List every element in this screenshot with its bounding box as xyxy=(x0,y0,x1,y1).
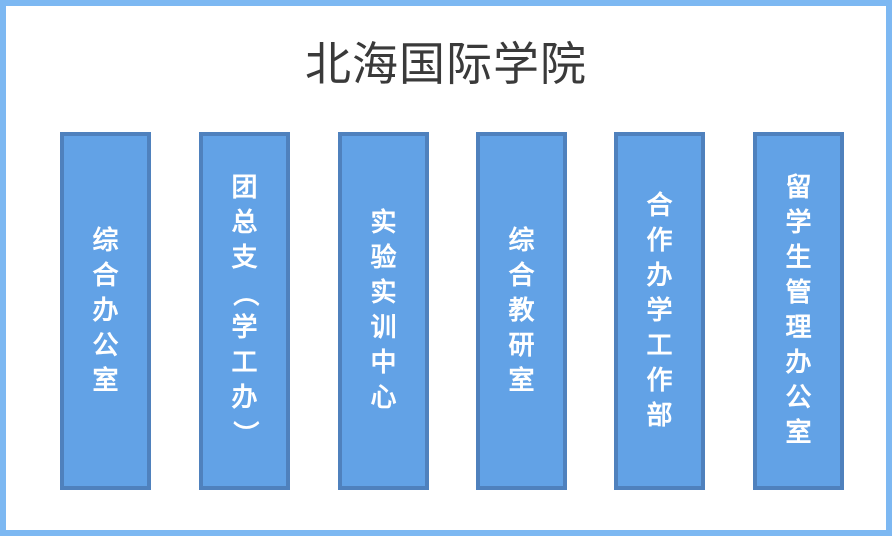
department-box-teaching-office: 综合教研室 xyxy=(476,132,567,490)
department-box-general-office: 综合办公室 xyxy=(60,132,151,490)
department-label: 留学生管理办公室 xyxy=(785,173,812,448)
department-label: 实验实训中心 xyxy=(370,208,397,413)
department-box-cooperation-dept: 合作办学工作部 xyxy=(614,132,705,490)
department-box-international-students: 留学生管理办公室 xyxy=(753,132,844,490)
department-label: 综合教研室 xyxy=(508,225,535,396)
page-title: 北海国际学院 xyxy=(305,37,587,91)
department-box-training-center: 实验实训中心 xyxy=(338,132,429,490)
department-box-youth-league: 团总支（学工办） xyxy=(199,132,290,490)
department-label: 合作办学工作部 xyxy=(646,190,673,431)
department-label: 综合办公室 xyxy=(92,225,119,396)
department-label: 团总支（学工办） xyxy=(229,173,260,447)
